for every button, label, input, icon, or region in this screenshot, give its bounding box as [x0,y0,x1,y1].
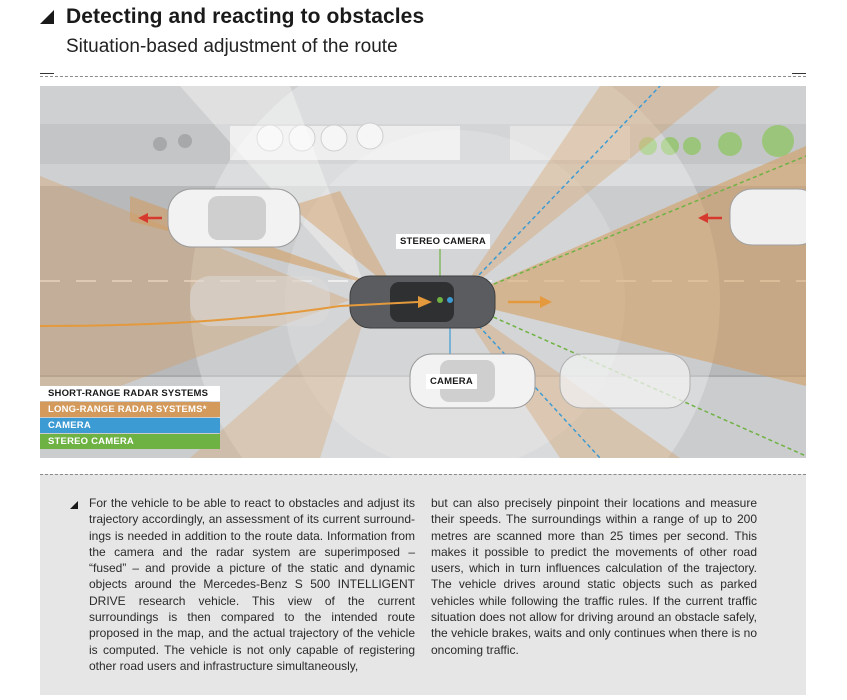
legend-camera: CAMERA [40,418,220,433]
direction-arrowhead [540,296,552,308]
parked-car-ahead [559,353,691,409]
parasol [320,124,348,152]
description-panel: For the vehicle to be able to react to o… [40,474,806,695]
tree [683,137,701,155]
header: Detecting and reacting to obstacles Situ… [40,4,810,58]
legend-long-range-radar: LONG-RANGE RADAR SYSTEMS* [40,402,220,417]
tree [639,137,657,155]
triangle-bullet-icon [40,10,54,24]
page-title: Detecting and reacting to obstacles [66,5,425,28]
body-text-column-1: For the vehicle to be able to react to o… [89,496,415,673]
oncoming-car-right [729,188,806,246]
stereo-camera-label: STEREO CAMERA [396,234,490,249]
tree [661,137,679,155]
tree [762,125,794,157]
trajectory-path [40,301,419,327]
long-range-radar-front [455,146,806,386]
sensor-illustration: STEREO CAMERA CAMERA [40,86,806,458]
legend-short-range-radar: SHORT-RANGE RADAR SYSTEMS [40,386,220,401]
triangle-bullet-icon [70,501,78,509]
page-subtitle: Situation-based adjustment of the route [66,36,398,57]
stereo-fov-upper [454,155,806,301]
legend-stereo-camera: STEREO CAMERA [40,434,220,449]
building-block-2 [510,126,630,160]
tree [718,132,742,156]
ego-vehicle-trail [190,276,330,326]
car-roof [208,196,266,240]
bush [178,134,192,148]
camera-fov-upper [454,86,661,301]
road-scene-graphic [40,86,806,458]
oncoming-arrowhead-left [138,213,148,223]
stereo-camera-point [437,297,443,303]
long-range-radar-rear-lower [190,300,370,458]
bush [153,137,167,151]
parasol [288,124,316,152]
sensor-legend: SHORT-RANGE RADAR SYSTEMS LONG-RANGE RAD… [40,386,220,450]
corner-radar-upper [290,191,395,291]
divider-tick-right [792,73,806,74]
camera-point [447,297,453,303]
parasol [356,122,384,150]
parasol [256,124,284,152]
camera-label: CAMERA [426,374,477,389]
long-range-radar-front-upper [455,86,720,300]
body-text-column-2: but can also precisely pinpoint their lo… [431,496,757,657]
trajectory-arrowhead [418,296,432,308]
divider-tick-left [40,73,54,74]
oncoming-arrowhead-right [698,213,708,223]
header-divider [40,76,806,77]
